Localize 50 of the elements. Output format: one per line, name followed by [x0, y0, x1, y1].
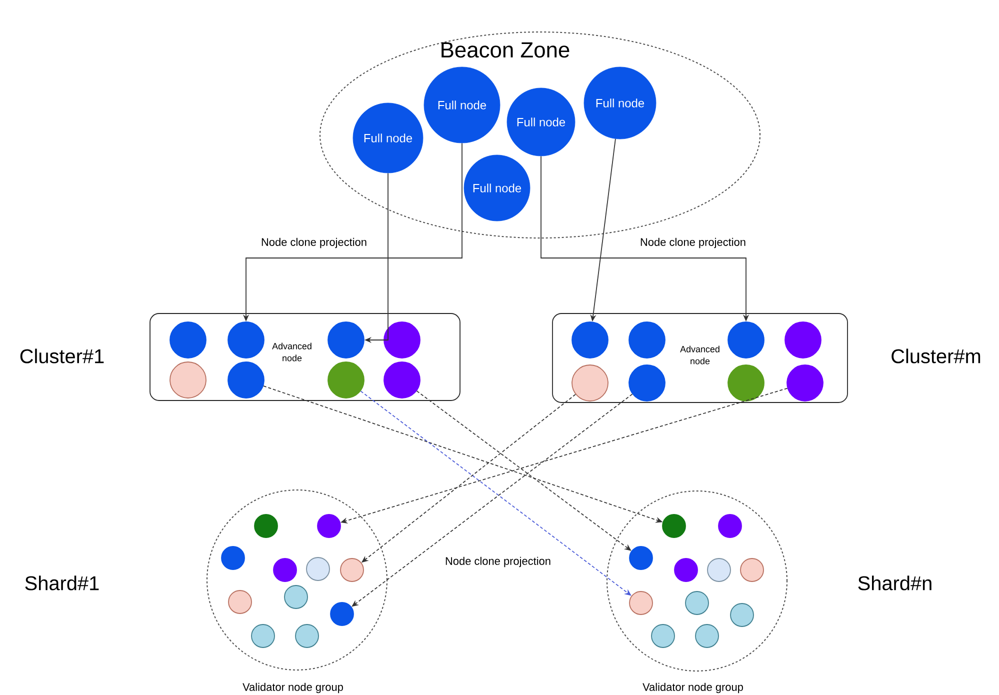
node-circle [330, 602, 354, 626]
node-circle [317, 514, 341, 538]
node-circle [228, 362, 264, 398]
inner-label: Advanced node [680, 346, 720, 364]
node-circle [628, 322, 666, 358]
node-circle [572, 364, 608, 402]
node-circle [728, 364, 764, 402]
node-circle [784, 322, 822, 358]
edge-label: Node clone projection [639, 236, 747, 250]
group-label: Shard#n [856, 574, 934, 592]
node-circle [295, 624, 319, 648]
node-circle [685, 591, 709, 615]
node-circle [306, 557, 330, 581]
group-caption: Validator node group [242, 682, 343, 694]
group-label: Shard#1 [23, 574, 101, 592]
node-circle [384, 362, 420, 398]
node-circle [629, 546, 653, 570]
node-circle [254, 514, 278, 538]
node-circle [695, 624, 719, 648]
inner-label: Advanced node [272, 342, 312, 362]
node-circle [170, 322, 206, 358]
node-circle [328, 362, 364, 398]
edge-label: Node clone projection [260, 236, 368, 250]
node-circle [662, 514, 686, 538]
node-circle [228, 590, 252, 614]
node-circle [273, 558, 297, 582]
group-caption: Validator node group [642, 682, 743, 694]
node-circle [629, 591, 653, 615]
annotation-text: Node clone projection [444, 556, 552, 568]
node-circle [651, 624, 675, 648]
group-label: Cluster#1 [20, 348, 104, 364]
node-circle [328, 322, 364, 358]
node-circle [384, 322, 420, 358]
node-circle [340, 558, 364, 582]
node-circle [284, 585, 308, 609]
node-circle [572, 322, 608, 358]
group-label: Cluster#m [892, 348, 980, 364]
node-circle [728, 322, 764, 358]
node-circle [786, 364, 824, 402]
node-circle [170, 362, 206, 398]
node-circle [251, 624, 275, 648]
node-circle [740, 558, 764, 582]
node-circle [707, 558, 731, 582]
node-circle [730, 603, 754, 627]
node-circle [718, 514, 742, 538]
node-circle [628, 364, 666, 402]
node-circle [228, 322, 264, 358]
node-circle [221, 546, 245, 570]
node-circle [674, 558, 698, 582]
group-label: Beacon Zone [442, 42, 570, 58]
